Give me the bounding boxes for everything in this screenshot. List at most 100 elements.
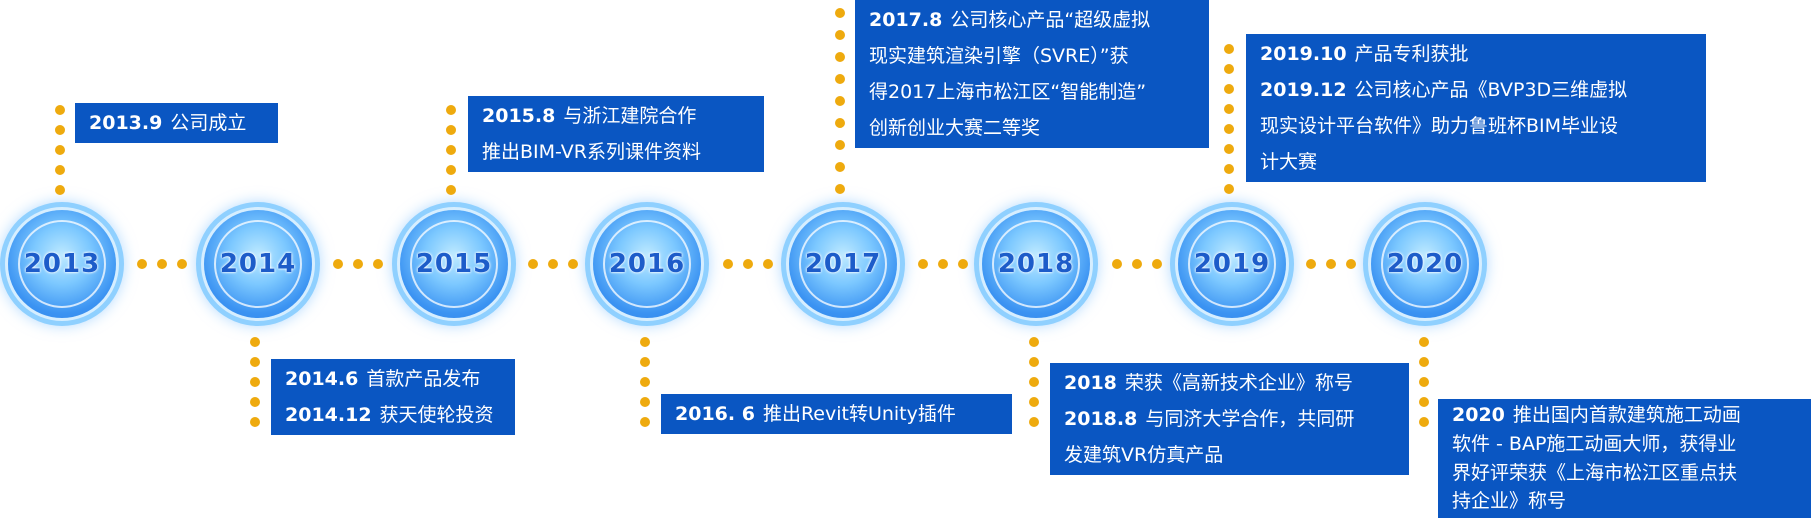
node-ring — [992, 220, 1080, 308]
event-text: 得2017上海市松江区“智能制造” — [869, 81, 1147, 103]
event-line: 2013.9 公司成立 — [89, 107, 264, 139]
event-text: 公司核心产品“超级虚拟 — [950, 9, 1151, 31]
node-ring — [1188, 220, 1276, 308]
connector-dot — [763, 259, 773, 269]
leader-dot — [1224, 164, 1234, 174]
event-date: 2013.9 — [89, 112, 163, 134]
connector-dot — [333, 259, 343, 269]
event-text: 推出国内首款建筑施工动画 — [1512, 404, 1741, 426]
event-date: 2016. 6 — [675, 403, 755, 425]
connector-dot — [918, 259, 928, 269]
leader-dot — [1224, 184, 1234, 194]
leader-dot — [1419, 417, 1429, 427]
event-box-2017: 2017.8 公司核心产品“超级虚拟 现实建筑渲染引擎（SVRE）”获 得2017… — [855, 0, 1209, 148]
event-text: 推出BIM-VR系列课件资料 — [482, 141, 701, 163]
leader-dot — [640, 417, 650, 427]
event-date: 2017.8 — [869, 9, 943, 31]
event-box-2016: 2016. 6 推出Revit转Unity插件 — [661, 394, 1012, 434]
connector-dot — [1326, 259, 1336, 269]
leader-dot — [1224, 104, 1234, 114]
leader-dot — [640, 337, 650, 347]
leader-dot — [55, 105, 65, 115]
node-ring — [1381, 220, 1469, 308]
event-line: 发建筑VR仿真产品 — [1064, 439, 1395, 471]
year-node-2014: 2014 — [204, 210, 312, 318]
leader-dot — [835, 162, 845, 172]
leader-dot — [1419, 337, 1429, 347]
connector-dot — [568, 259, 578, 269]
node-ring — [799, 220, 887, 308]
connector-dot — [528, 259, 538, 269]
year-node-2016: 2016 — [593, 210, 701, 318]
connector-dot — [958, 259, 968, 269]
leader-dot — [1029, 377, 1039, 387]
connector-dot — [157, 259, 167, 269]
leader-dot — [250, 417, 260, 427]
leader-dot — [835, 118, 845, 128]
event-text: 持企业》称号 — [1452, 490, 1567, 513]
event-text: 现实设计平台软件》助力鲁班杯BIM毕业设 — [1260, 115, 1619, 137]
leader-dot — [446, 165, 456, 175]
leader-dot — [640, 357, 650, 367]
leader-dot — [250, 377, 260, 387]
leader-dot — [835, 8, 845, 18]
year-node-2018: 2018 — [982, 210, 1090, 318]
year-label-2017: 2017 — [804, 249, 882, 279]
year-label-2014: 2014 — [219, 249, 297, 279]
leader-dot — [250, 397, 260, 407]
leader-dot — [1029, 397, 1039, 407]
leader-dot — [446, 125, 456, 135]
event-text: 推出Revit转Unity插件 — [762, 403, 956, 425]
event-line: 软件 - BAP施工动画大师，获得业 — [1452, 432, 1797, 457]
connector-dot — [177, 259, 187, 269]
event-date: 2014.6 — [285, 368, 359, 390]
leader-dot — [55, 185, 65, 195]
event-text: 发建筑VR仿真产品 — [1064, 444, 1224, 466]
event-line: 持企业》称号 — [1452, 489, 1797, 514]
year-node-2013: 2013 — [8, 210, 116, 318]
connector-dot — [1346, 259, 1356, 269]
leader-dot — [446, 105, 456, 115]
event-text: 现实建筑渲染引擎（SVRE）”获 — [869, 45, 1129, 67]
event-line: 2016. 6 推出Revit转Unity插件 — [675, 398, 998, 430]
event-text: 荣获《高新技术企业》称号 — [1124, 372, 1353, 394]
node-ring — [410, 220, 498, 308]
event-line: 2017.8 公司核心产品“超级虚拟 — [869, 4, 1195, 36]
connector-dot — [1306, 259, 1316, 269]
leader-dot — [835, 140, 845, 150]
event-line: 2014.12 获天使轮投资 — [285, 399, 501, 431]
leader-dot — [1224, 124, 1234, 134]
event-date: 2018.8 — [1064, 408, 1138, 430]
event-date: 2014.12 — [285, 404, 372, 426]
node-ring — [603, 220, 691, 308]
event-line: 计大赛 — [1260, 146, 1692, 178]
leader-dot — [55, 125, 65, 135]
event-date: 2018 — [1064, 372, 1117, 394]
event-line: 界好评荣获《上海市松江区重点扶 — [1452, 461, 1797, 486]
event-text: 公司核心产品《BVP3D三维虚拟 — [1354, 79, 1628, 101]
connector-dot — [548, 259, 558, 269]
leader-dot — [250, 357, 260, 367]
event-date: 2019.12 — [1260, 79, 1347, 101]
event-line: 创新创业大赛二等奖 — [869, 112, 1195, 144]
year-node-2017: 2017 — [789, 210, 897, 318]
event-text: 公司成立 — [170, 112, 247, 134]
event-box-2013: 2013.9 公司成立 — [75, 103, 278, 143]
leader-dot — [1029, 337, 1039, 347]
year-label-2020: 2020 — [1386, 249, 1464, 279]
event-text: 获天使轮投资 — [379, 404, 494, 426]
leader-dot — [835, 74, 845, 84]
connector-dot — [353, 259, 363, 269]
leader-dot — [835, 30, 845, 40]
node-ring — [214, 220, 302, 308]
connector-dot — [723, 259, 733, 269]
